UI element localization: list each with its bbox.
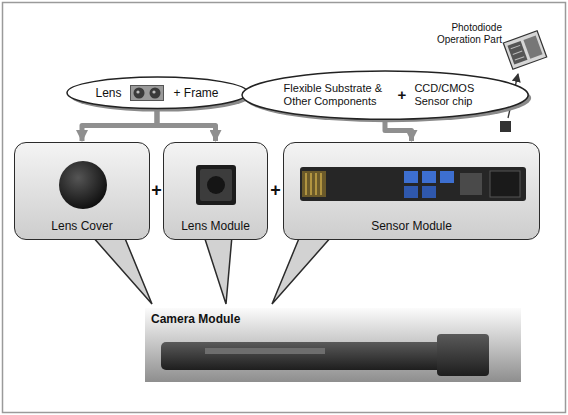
input-ellipse: Flexible Substrate & Other Components + CC… [241, 70, 529, 120]
flow-arrow [82, 110, 157, 141]
bubble-tail [92, 236, 152, 304]
ellipse-text: Lens [95, 86, 121, 100]
product-panel: Camera Module [145, 308, 521, 382]
ellipse-text: Flexible Substrate & Other Components [284, 82, 390, 108]
camera-module-image [145, 330, 505, 380]
part-label: Photodiode Operation Part [424, 22, 502, 45]
sensor-chip [500, 121, 511, 132]
outer-frame [3, 3, 566, 413]
part-bubble: Lens Module [163, 142, 268, 240]
flow-arrow [157, 110, 216, 141]
lens-module-image [164, 147, 269, 217]
lens-icon [130, 85, 164, 101]
part-name: Lens Module [181, 219, 250, 233]
input-ellipse: Lens + Frame [66, 76, 249, 110]
flow-arrow [385, 120, 412, 141]
part-bubble: Sensor Module [283, 142, 540, 240]
part-name: Lens Cover [51, 219, 112, 233]
photodiode-chip [503, 31, 546, 70]
ellipse-text: + Frame [173, 86, 218, 100]
plus-sign: + [270, 180, 281, 201]
plus-sign: + [398, 86, 407, 104]
lens-cover-image [15, 147, 151, 217]
plus-sign: + [151, 180, 162, 201]
ellipse-text: CCD/CMOS Sensor chip [414, 82, 486, 108]
bubble-tail [204, 236, 232, 304]
bubble-tail [272, 236, 332, 304]
product-label: Camera Module [145, 308, 521, 330]
sensor-module-image [284, 147, 541, 217]
part-name: Sensor Module [371, 219, 452, 233]
ellipse-content: Lens + Frame [66, 76, 249, 110]
ellipse-content: Flexible Substrate & Other Components + CC… [241, 70, 529, 120]
part-bubble: Lens Cover [14, 142, 150, 240]
